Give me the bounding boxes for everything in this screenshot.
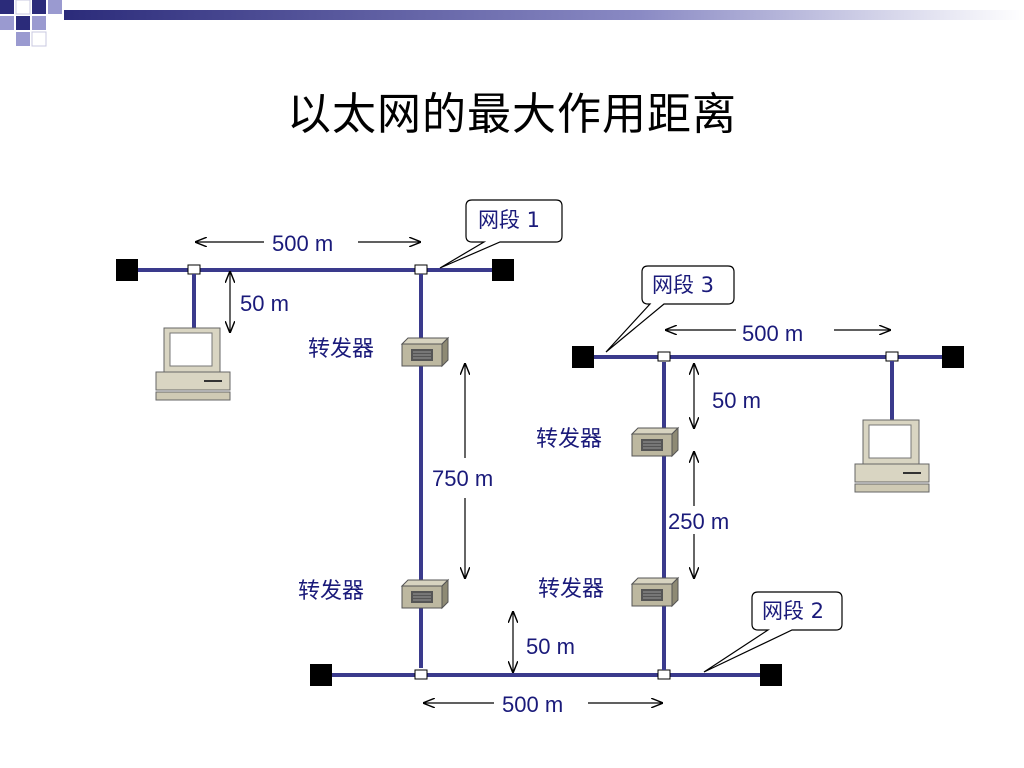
repeater-icon: [630, 426, 680, 458]
tap: [414, 669, 428, 680]
callout-segment-2: [703, 591, 843, 673]
distance-label-seg3-drop: 50 m: [712, 388, 761, 413]
tap: [657, 669, 671, 680]
repeater-label: 转发器: [298, 579, 365, 604]
terminator: [492, 259, 514, 281]
computer-icon: [854, 419, 930, 493]
repeater-icon: [630, 576, 680, 608]
tap: [657, 351, 671, 362]
tap: [414, 264, 428, 275]
terminator: [116, 259, 138, 281]
distance-label-seg1-length: 500 m: [272, 231, 334, 256]
segment-3-label: 网段 3: [652, 273, 715, 297]
slide-title: 以太网的最大作用距离: [287, 89, 737, 140]
distance-label-seg1-drop: 50 m: [240, 291, 289, 316]
computer-icon: [155, 327, 231, 401]
segment-1-bus: [116, 259, 514, 330]
segment-3-bus: [572, 346, 964, 422]
distance-label-seg3-length: 500 m: [742, 321, 804, 346]
distance-label-right-vertical: 250 m: [668, 509, 730, 534]
terminator: [572, 346, 594, 368]
tap: [187, 264, 201, 275]
repeater-icon: [400, 578, 450, 610]
segment-2-bus: [310, 664, 782, 686]
repeater-label: 转发器: [538, 577, 605, 602]
terminator: [760, 664, 782, 686]
repeater-label: 转发器: [536, 427, 603, 452]
distance-label-seg2-length: 500 m: [502, 692, 564, 717]
repeater-label: 转发器: [308, 337, 375, 362]
corner-decoration: [0, 0, 1024, 47]
terminator: [942, 346, 964, 368]
segment-2-label: 网段 2: [762, 599, 825, 623]
repeater-icon: [400, 336, 450, 368]
terminator: [310, 664, 332, 686]
distance-label-left-vertical: 750 m: [432, 466, 494, 491]
distance-label-seg2-drop: 50 m: [526, 634, 575, 659]
segment-1-label: 网段 1: [478, 208, 541, 232]
callout-segment-1: [439, 199, 563, 269]
callout-segment-3: [605, 265, 735, 353]
tap: [885, 351, 899, 362]
